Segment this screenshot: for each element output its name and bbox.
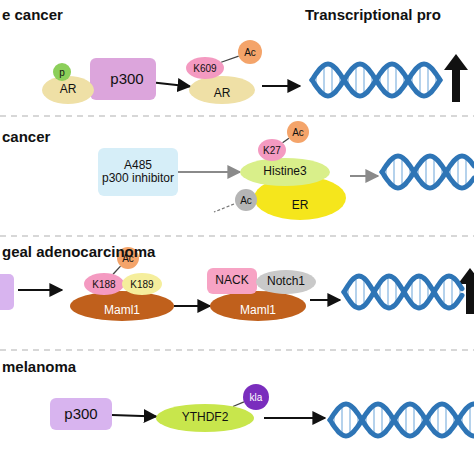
node-text: YTHDF2 [182,411,229,424]
enzyme-box: p300 [50,398,112,430]
flow-arrow [156,83,190,87]
bond-line [221,56,239,62]
node-text: p300 [64,406,97,423]
section-label: cancer [2,128,50,145]
flow-arrow [112,415,156,416]
separator [0,115,474,116]
node-text: AR [60,83,77,96]
residue-circle: K27 [258,139,286,161]
acetyl-circle: Ac [287,121,309,143]
node-text: Ac [292,127,304,138]
node-text: ER [292,199,309,212]
node-text: A485 [124,159,152,172]
protein-box: NACK [207,268,257,294]
residue-circle: K609 [186,57,224,79]
bond-line [113,266,120,274]
residue-circle: K189 [122,273,162,295]
section-label: Transcriptional pro [305,6,441,23]
dna-helix [382,156,474,188]
dna-helix [312,64,440,96]
protein-ellipse: Notch1 [256,270,316,294]
protein-ellipse: Maml1 [70,291,174,321]
node-text: AR [214,87,231,100]
node-text: Maml1 [240,304,276,317]
lactyl-circle: kla [243,384,269,410]
enzyme-box: p300 [90,58,156,100]
protein-ellipse: AR [42,76,94,104]
separator [0,235,474,236]
node-text: p300 inhibitor [102,172,174,185]
flow-arrow [178,171,240,173]
phospho-circle: p [53,63,71,81]
separator [0,349,474,350]
node-text: p300 [110,71,143,88]
dna-helix [344,276,462,308]
cropped-box [0,274,14,310]
acetyl-circle: Ac [238,40,262,64]
node-text: K188 [92,279,115,290]
dna-helix [330,404,474,436]
node-text: Notch1 [267,275,305,288]
node-text: Ac [240,195,252,206]
node-text: Maml1 [104,304,140,317]
node-text: Histine3 [263,165,306,178]
acetyl-circle: Ac [235,189,257,211]
flow-arrow [174,305,210,307]
node-text: NACK [215,274,248,287]
node-text: K189 [130,279,153,290]
node-text: K609 [193,63,216,74]
protein-ellipse: AR [189,76,255,104]
protein-ellipse: Maml1 [210,291,306,321]
bond-line [283,138,289,142]
flow-arrow [262,85,300,87]
section-label: e cancer [2,6,63,23]
residue-circle: K188 [84,273,124,295]
protein-ellipse: YTHDF2 [156,404,254,432]
up-arrow [458,268,474,314]
inhibitor-box: A485p300 inhibitor [98,148,178,196]
dashed-leader [214,204,234,212]
flow-arrow [350,175,378,177]
up-arrow [444,54,468,102]
section-label: geal adenocarcinoma [2,243,155,260]
section-label: melanoma [2,358,76,375]
node-text: kla [250,392,263,403]
histone-ellipse: Histine3 [240,158,330,186]
flow-arrow [264,417,325,419]
node-text: K27 [263,145,281,156]
bond-line [233,402,244,407]
flow-arrow [310,299,340,301]
node-text: p [59,67,65,78]
node-text: Ac [244,47,256,58]
flow-arrow [18,289,62,291]
